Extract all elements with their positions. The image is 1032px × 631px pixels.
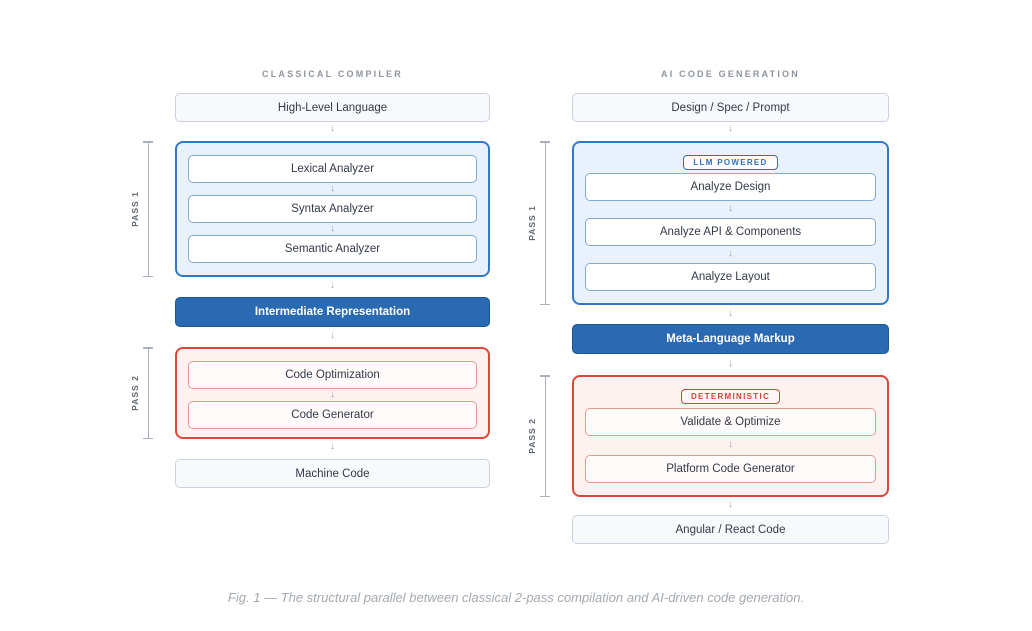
flow-arrow-icon: ↓ [728, 358, 733, 369]
pass2-label: PASS 2 [130, 375, 140, 411]
flow-arrow-icon: ↓ [330, 389, 335, 400]
flow-arrow-icon: ↓ [728, 439, 733, 451]
box-machine-code: Machine Code [175, 459, 490, 488]
bracket-line [544, 141, 546, 305]
pass2-group: DETERMINISTIC Validate & Optimize ↓ Plat… [572, 375, 889, 497]
pass2-bracket: PASS 2 [527, 375, 550, 497]
bracket-line [544, 375, 546, 497]
column-heading: CLASSICAL COMPILER [262, 69, 403, 79]
box-code-optimization: Code Optimization [188, 361, 477, 389]
deterministic-badge: DETERMINISTIC [680, 389, 781, 404]
box-validate-optimize: Validate & Optimize [585, 407, 876, 436]
bracket-cap [540, 495, 550, 497]
bracket-line [147, 141, 149, 277]
box-design-spec-prompt: Design / Spec / Prompt [572, 93, 889, 122]
pass1-label: PASS 1 [130, 191, 140, 227]
pass1-group: Lexical Analyzer ↓ Syntax Analyzer ↓ Sem… [175, 141, 490, 277]
flow-arrow-icon: ↓ [728, 499, 733, 510]
bar-intermediate-representation: Intermediate Representation [175, 297, 490, 327]
pass1-label: PASS 1 [527, 205, 537, 241]
flow-arrow-icon: ↓ [728, 308, 733, 319]
flow-arrow-icon: ↓ [330, 183, 335, 194]
flow-arrow-icon: ↓ [330, 441, 335, 452]
box-high-level-language: High-Level Language [175, 93, 490, 122]
bracket-line [147, 347, 149, 439]
flow-arrow-icon: ↓ [330, 123, 335, 134]
pass2-bracket: PASS 2 [130, 347, 153, 439]
badge-row: DETERMINISTIC [585, 389, 876, 404]
flow-arrow-icon: ↓ [330, 330, 335, 341]
box-analyze-layout: Analyze Layout [585, 262, 876, 291]
llm-powered-badge: LLM POWERED [683, 155, 778, 170]
flow-arrow-icon: ↓ [330, 223, 335, 234]
flow-arrow-icon: ↓ [728, 123, 733, 134]
bracket-cap [143, 275, 153, 277]
box-platform-code-generator: Platform Code Generator [585, 454, 876, 483]
badge-row: LLM POWERED [585, 155, 876, 170]
box-analyze-design: Analyze Design [585, 172, 876, 201]
flow-arrow-icon: ↓ [728, 203, 733, 215]
box-syntax-analyzer: Syntax Analyzer [188, 195, 477, 223]
bar-meta-language-markup: Meta-Language Markup [572, 324, 889, 354]
flow-arrow-icon: ↓ [728, 248, 733, 260]
box-angular-react-code: Angular / React Code [572, 515, 889, 544]
flow-arrow-icon: ↓ [330, 280, 335, 291]
box-semantic-analyzer: Semantic Analyzer [188, 235, 477, 263]
figure-caption: Fig. 1 — The structural parallel between… [227, 590, 805, 605]
box-lexical-analyzer: Lexical Analyzer [188, 155, 477, 183]
pass1-bracket: PASS 1 [527, 141, 550, 305]
bracket-cap [143, 437, 153, 439]
pass1-group: LLM POWERED Analyze Design ↓ Analyze API… [572, 141, 889, 305]
box-code-generator: Code Generator [188, 401, 477, 429]
bracket-cap [540, 303, 550, 305]
box-analyze-api-components: Analyze API & Components [585, 217, 876, 246]
column-heading: AI CODE GENERATION [661, 69, 800, 79]
pass1-bracket: PASS 1 [130, 141, 153, 277]
pass2-label: PASS 2 [527, 418, 537, 454]
pass2-group: Code Optimization ↓ Code Generator [175, 347, 490, 439]
